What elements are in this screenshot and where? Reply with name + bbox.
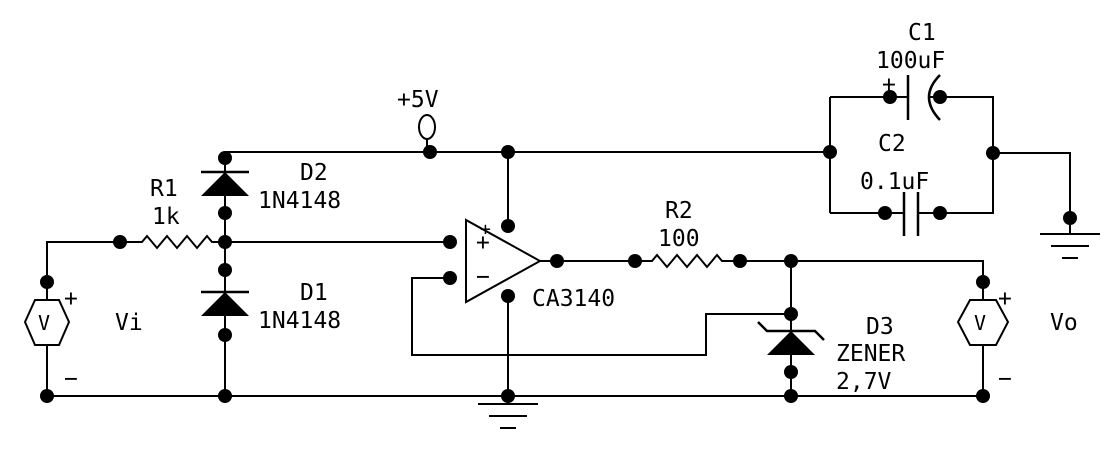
opamp-minus-sign: − <box>476 264 490 290</box>
junction-dot <box>933 90 947 104</box>
d2-part-label: 1N4148 <box>258 188 341 214</box>
d1-ref-label: D1 <box>300 280 328 306</box>
voltmeter-vo: V + − Vo <box>956 282 1078 392</box>
zener-d3: D3 ZENER 2,7V <box>757 314 905 395</box>
vo-plus-sign: + <box>998 286 1012 312</box>
c1-ref-label: C1 <box>908 20 936 46</box>
junction-dots <box>40 90 1077 403</box>
capacitor-bank-wire <box>829 96 1071 218</box>
junction-dot <box>218 206 232 220</box>
junction-dot <box>218 235 232 249</box>
wires <box>46 96 1071 404</box>
junction-dot <box>878 206 892 220</box>
junction-dot <box>986 146 1000 160</box>
c2-ref-label: C2 <box>878 131 906 157</box>
diode-d1: D1 1N4148 <box>201 280 341 334</box>
junction-dot <box>933 206 947 220</box>
junction-dot <box>218 263 232 277</box>
resistor-r2: R2 100 <box>635 198 740 269</box>
r2-ref-label: R2 <box>665 198 693 224</box>
junction-dot <box>784 254 798 268</box>
c1-value-label: 100uF <box>876 48 945 74</box>
junction-dot <box>1063 211 1077 225</box>
capacitor-c1: + C1 100uF <box>876 20 945 121</box>
junction-dot <box>218 328 232 342</box>
opamp-plus-sign: + <box>476 230 490 256</box>
vi-label: Vi <box>115 310 143 336</box>
d2-ref-label: D2 <box>300 160 328 186</box>
junction-dot <box>976 275 990 289</box>
vo-label: Vo <box>1050 310 1078 336</box>
d3-type-label: ZENER <box>836 341 905 367</box>
junction-dot <box>784 389 798 403</box>
junction-dot <box>40 275 54 289</box>
ground-symbol-opamp <box>478 403 538 429</box>
vi-minus-sign: − <box>64 366 78 392</box>
feedback-wire <box>411 277 791 356</box>
junction-dot <box>443 235 457 249</box>
junction-dot <box>40 389 54 403</box>
supply-label: +5V <box>397 87 439 113</box>
d3-ref-label: D3 <box>866 314 894 340</box>
junction-dot <box>628 254 642 268</box>
diode-d2: D2 1N4148 <box>201 160 341 214</box>
opamp-supply-plus: + <box>480 219 491 240</box>
junction-dot <box>501 389 515 403</box>
d3-voltage-label: 2,7V <box>836 369 892 395</box>
junction-dot <box>976 389 990 403</box>
vi-plus-sign: + <box>64 286 78 312</box>
junction-dot <box>784 365 798 379</box>
junction-dot <box>501 289 515 303</box>
vo-meter-symbol: V <box>974 311 986 335</box>
resistor-r1: R1 1k <box>120 176 225 250</box>
supply-terminal: +5V <box>397 87 439 152</box>
r1-value-label: 1k <box>152 204 180 230</box>
opamp-part-label: CA3140 <box>532 286 615 312</box>
c2-value-label: 0.1uF <box>860 169 929 195</box>
capacitor-c2: C2 0.1uF <box>860 131 940 236</box>
r2-value-label: 100 <box>658 226 700 252</box>
opamp-ca3140: + − CA3140 + <box>465 218 615 312</box>
junction-dot <box>733 254 747 268</box>
junction-dot <box>218 389 232 403</box>
vi-meter-symbol: V <box>38 311 50 335</box>
junction-dot <box>550 254 564 268</box>
junction-dot <box>218 151 232 165</box>
vo-minus-sign: − <box>998 366 1012 392</box>
junction-dot <box>501 145 515 159</box>
junction-dot <box>823 145 837 159</box>
junction-dot <box>501 219 515 233</box>
output-node-wire <box>740 260 984 282</box>
junction-dot <box>784 307 798 321</box>
d1-part-label: 1N4148 <box>258 308 341 334</box>
voltmeter-vi: V + − Vi <box>23 282 143 392</box>
junction-dot <box>113 235 127 249</box>
junction-dot <box>423 145 437 159</box>
supply-terminal-circle <box>418 114 436 140</box>
r1-ref-label: R1 <box>150 176 178 202</box>
vi-input-wire <box>46 241 120 282</box>
junction-dot <box>443 271 457 285</box>
junction-dot <box>883 90 897 104</box>
